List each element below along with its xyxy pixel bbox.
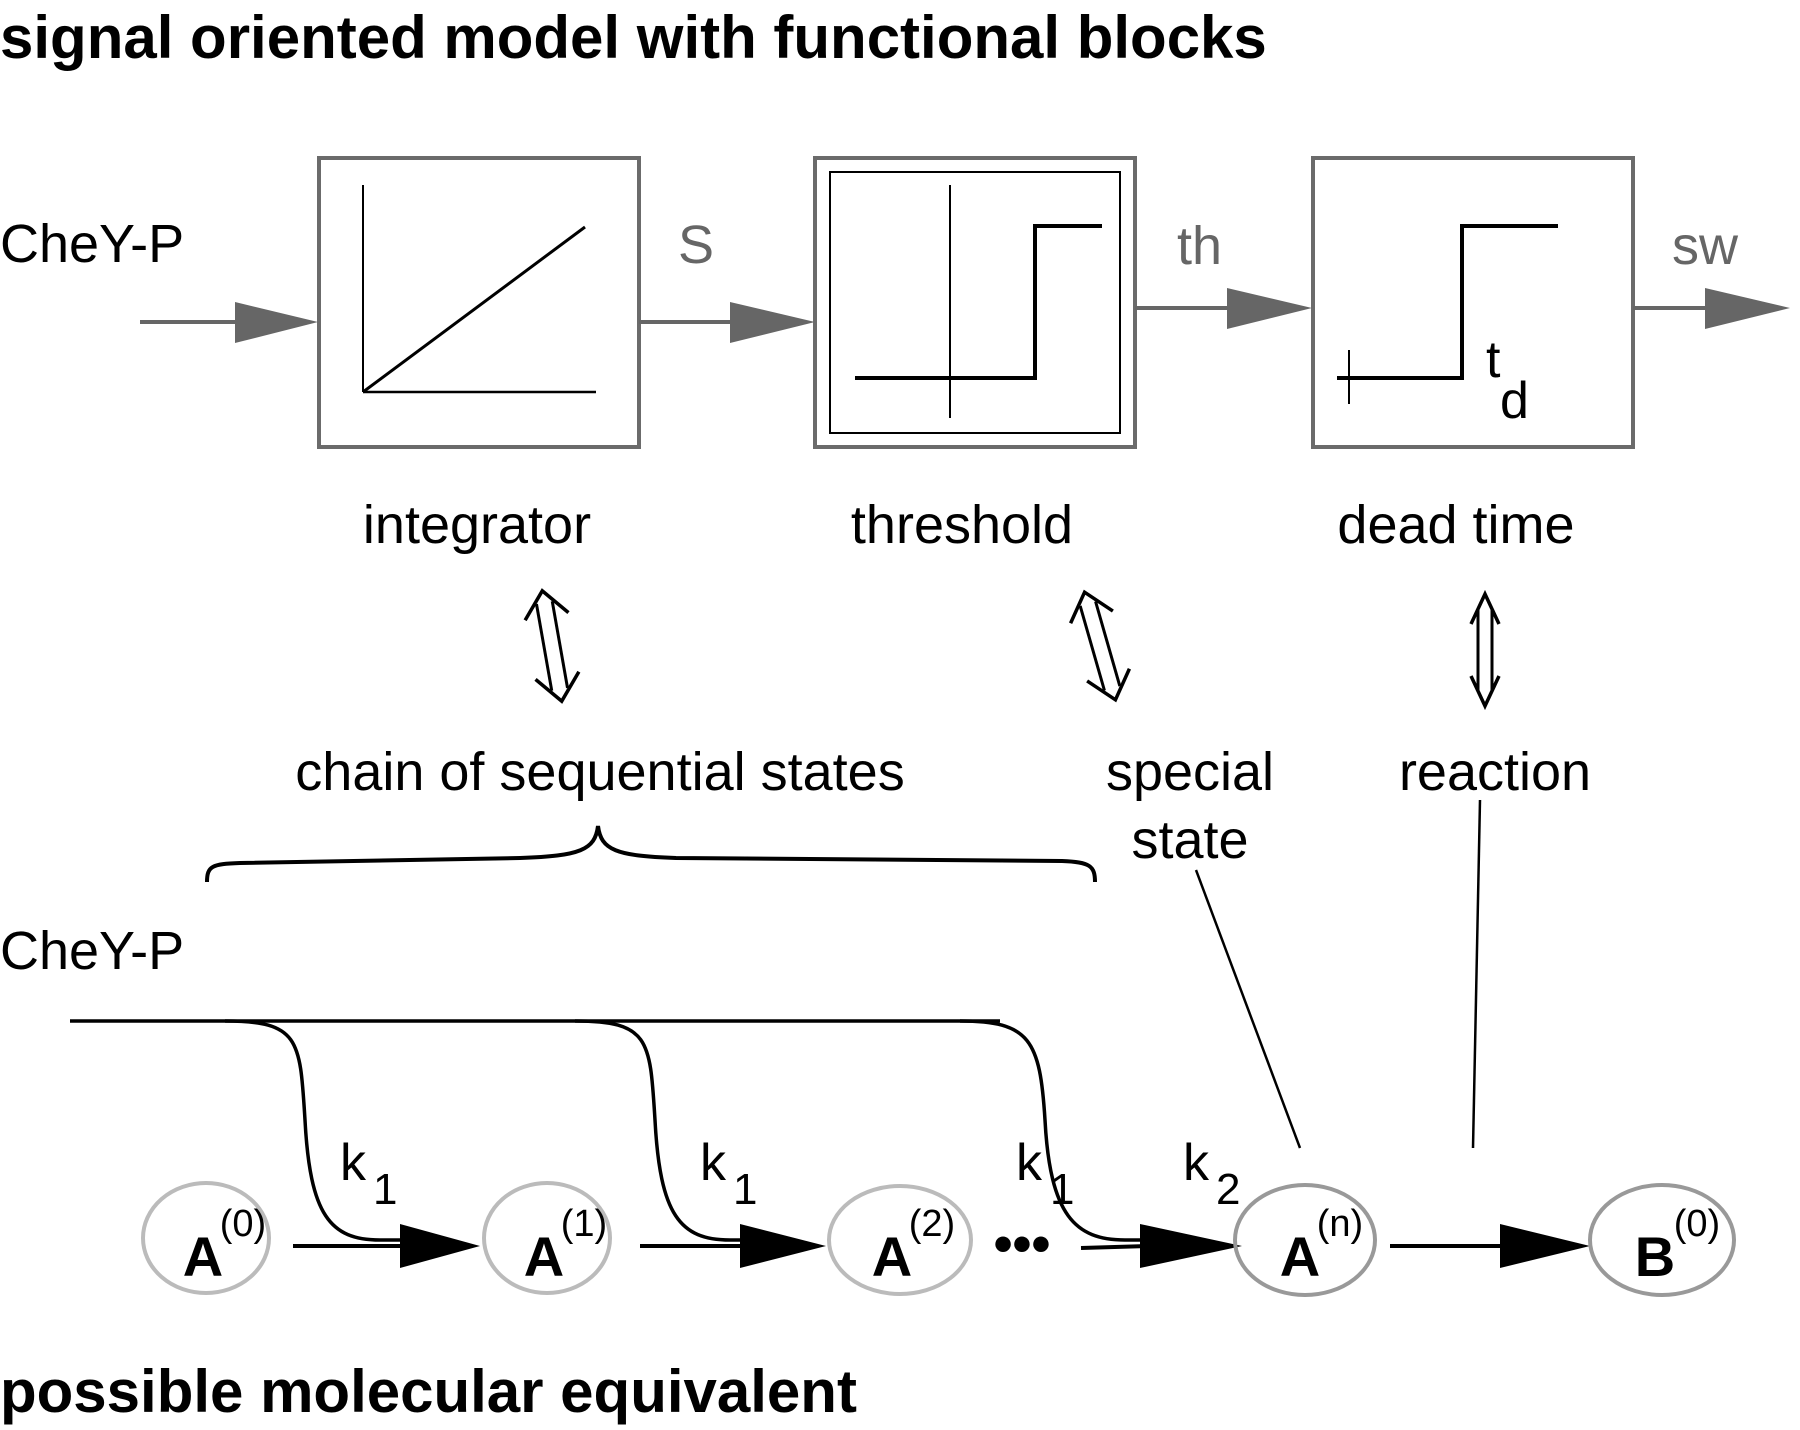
state-a2: A (2) [827,1184,973,1296]
signal-s-label: S [678,215,714,275]
dead-time-t: t [1486,331,1501,389]
dead-time-d: d [1500,372,1529,430]
rate-main: k [700,1134,727,1192]
signal-model: CheY-P S [0,156,1790,555]
molecular-model: CheY-P ••• A (0) A [0,921,1736,1297]
step-threshold-icon [855,185,1102,418]
input-label-top: CheY-P [0,214,184,274]
chey-p-rail [70,1019,1150,1242]
rate-sub: 1 [733,1165,757,1214]
reaction-leader [1471,799,1482,1149]
reaction-label: reaction [1399,742,1591,802]
state-a2-sup: (2) [909,1203,955,1245]
rate-k1-a: k 1 [340,1134,397,1214]
signal-sw-arrow [1633,288,1790,329]
special-state-leader [1194,869,1302,1149]
rate-main: k [1016,1134,1043,1192]
correspondence-arrows [523,588,1501,711]
state-a0-sup: (0) [220,1203,266,1245]
rate-main: k [1183,1134,1210,1192]
state-a1: A (1) [482,1181,612,1295]
signal-s-arrow [639,302,815,343]
special-label-line2: state [1131,810,1248,870]
state-b0-sup: (0) [1674,1203,1720,1245]
delayed-step-icon [1337,224,1558,404]
molecular-group-labels: chain of sequential states special state… [205,742,1591,1149]
state-a0: A (0) [141,1181,271,1295]
signal-th-arrow [1135,288,1312,329]
reaction-arrows [293,1224,1590,1268]
integrator-block [317,156,641,449]
input-label-bottom: CheY-P [0,921,184,981]
integrator-label: integrator [363,495,591,555]
state-an-main: A [1280,1225,1320,1288]
rate-sub: 1 [1050,1165,1074,1214]
signal-th-label: th [1177,216,1222,276]
rate-sub: 2 [1216,1165,1240,1214]
state-a0-main: A [183,1225,223,1288]
input-arrow [140,302,318,343]
double-arrow-icon [1469,589,1501,711]
rate-k1-b: k 1 [700,1134,757,1214]
threshold-block [813,156,1137,449]
bottom-title: possible molecular equivalent [0,1358,857,1425]
state-a2-main: A [872,1225,912,1288]
state-b0-main: B [1635,1225,1675,1288]
rate-sub: 1 [373,1165,397,1214]
state-a1-sup: (1) [561,1203,607,1245]
state-an: A (n) [1233,1183,1377,1297]
chain-label: chain of sequential states [295,742,904,802]
dead-time-label: dead time [1337,495,1574,555]
state-an-sup: (n) [1317,1203,1363,1245]
special-label-line1: special [1106,742,1274,802]
signal-sw-label: sw [1672,216,1739,276]
chain-brace [205,825,1097,883]
chain-ellipsis: ••• [994,1214,1051,1274]
double-arrow-icon [523,588,581,704]
threshold-label: threshold [851,495,1073,555]
state-b0: B (0) [1588,1183,1736,1297]
double-arrow-icon [1068,589,1132,703]
dead-time-block: t d [1311,156,1635,449]
rate-k2: k 2 [1183,1134,1240,1214]
rate-k1-c: k 1 [1016,1134,1074,1214]
top-title: signal oriented model with functional bl… [0,4,1267,71]
rate-main: k [340,1134,367,1192]
state-a1-main: A [524,1225,564,1288]
ramp-plot-icon [362,185,596,394]
